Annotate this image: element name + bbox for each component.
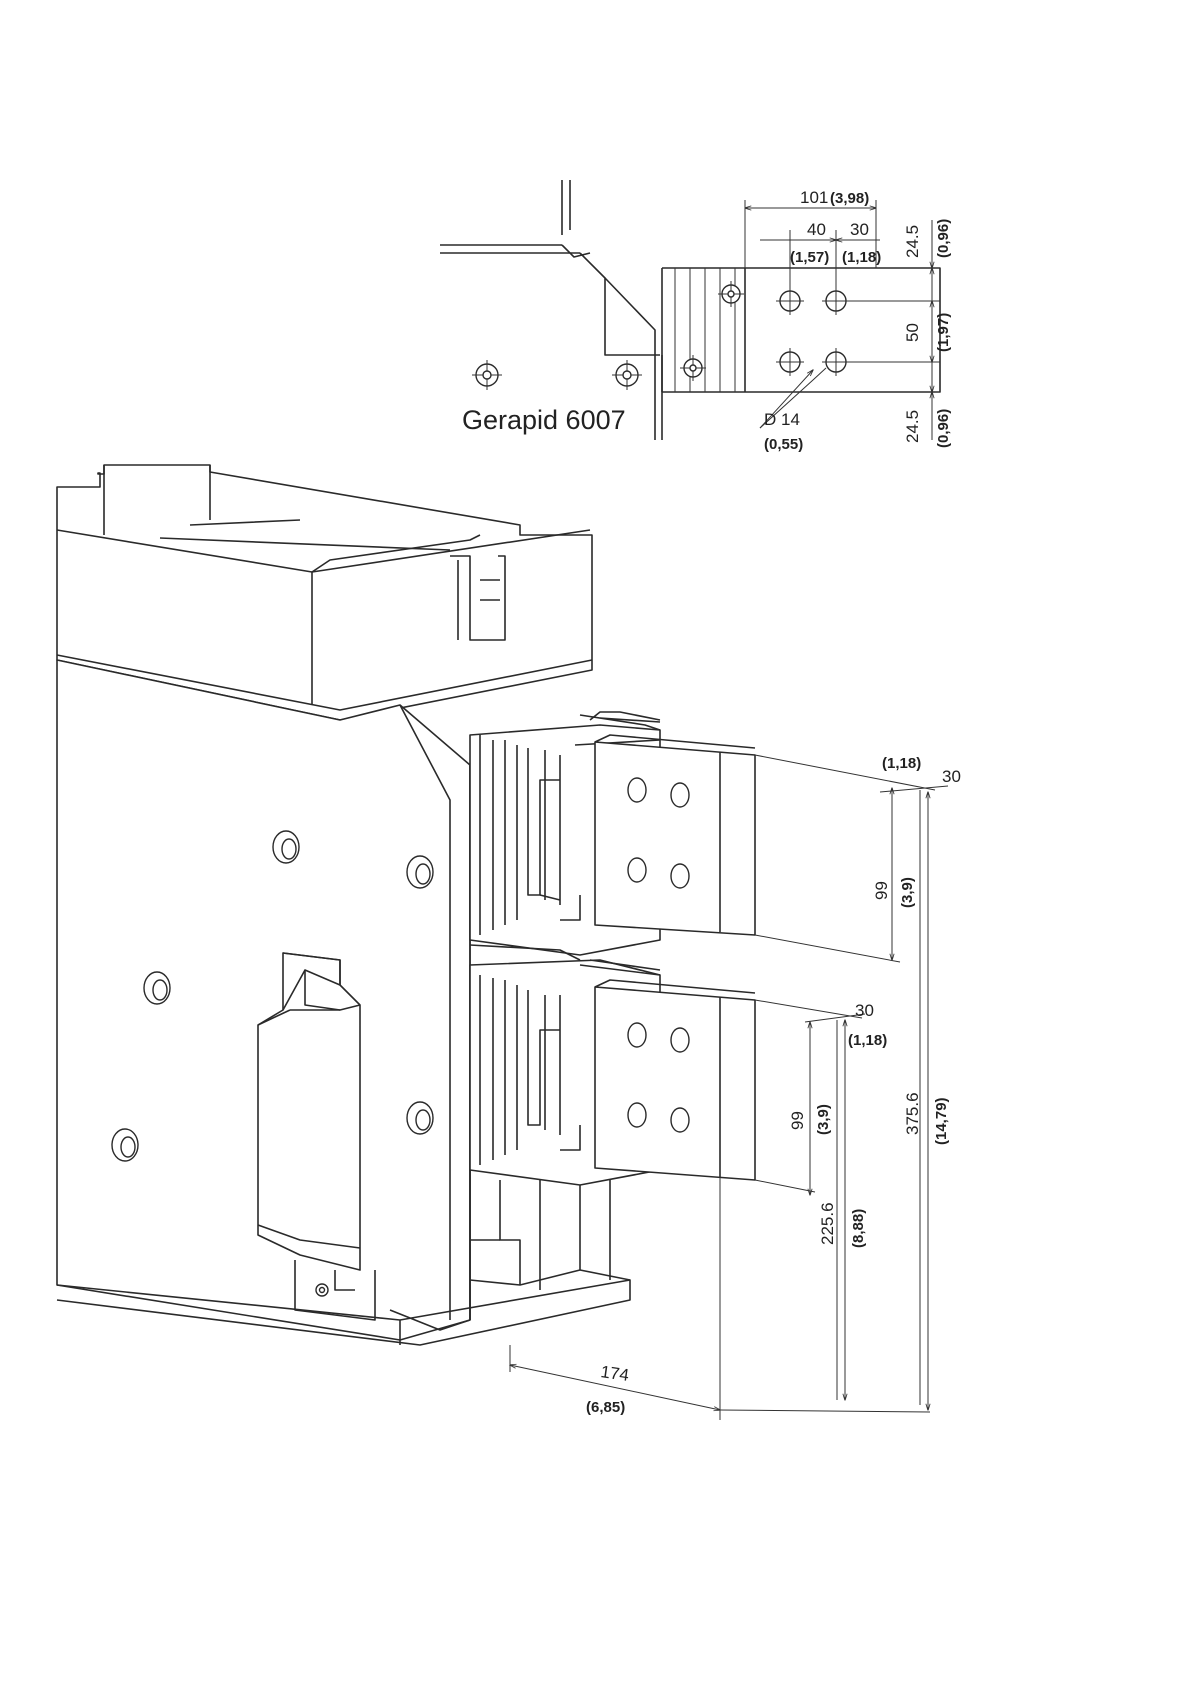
busbar-hole: [628, 858, 646, 882]
dim-50-label: 50: [903, 323, 922, 342]
busbar-hole: [671, 1028, 689, 1052]
busbar-hole: [671, 783, 689, 807]
top-view-holes: [472, 281, 850, 390]
mounting-hole: [144, 972, 170, 1004]
dim-50-inch-label: (1,97): [935, 313, 952, 352]
dim-24-5-top-label: 24.5: [903, 225, 922, 258]
mounting-hole: [407, 856, 433, 888]
dim-30-label: 30: [850, 220, 869, 239]
lower-bar-level-inch-label: (8,88): [850, 1209, 867, 1248]
dim-24-5-bottom-label: 24.5: [903, 410, 922, 443]
terminal-hole: [776, 287, 804, 315]
lower-bar-level-label: 225.6: [818, 1202, 837, 1245]
terminal-hole: [822, 287, 850, 315]
mounting-hole: [273, 831, 299, 863]
upper-bar-level-inch-label: (14,79): [933, 1097, 950, 1145]
lower-bar-thickness-inch-label: (1,18): [848, 1032, 887, 1049]
terminal-hole: [822, 348, 850, 376]
depth-inch-label: (6,85): [586, 1399, 625, 1416]
model-label: Gerapid 6007: [462, 405, 626, 435]
busbar-hole: [671, 1108, 689, 1132]
terminal-hole: [776, 348, 804, 376]
lower-terminal: [470, 945, 755, 1185]
dim-101-inch-label: (3,98): [830, 190, 869, 207]
dim-24-5-top-inch-label: (0,96): [935, 219, 952, 258]
busbar-hole: [671, 864, 689, 888]
busbar-hole: [628, 778, 646, 802]
dim-40-inch-label: (1,57): [790, 249, 829, 266]
mounting-hole: [680, 355, 706, 381]
mounting-hole: [612, 360, 642, 390]
upper-bar-height-label: 99: [872, 881, 891, 900]
dim-24-5-bottom-inch-label: (0,96): [935, 409, 952, 448]
lower-support: [470, 1170, 610, 1320]
top-view-outline: [440, 180, 940, 440]
upper-terminal: [470, 712, 755, 955]
mounting-hole: [407, 1102, 433, 1134]
lower-bar-thickness-label: 30: [855, 1001, 874, 1020]
dim-30-inch-label: (1,18): [842, 249, 881, 266]
hole-diameter-label: D 14: [764, 410, 800, 429]
lower-bar-height-label: 99: [788, 1111, 807, 1130]
lower-bar-height-inch-label: (3,9): [815, 1104, 832, 1135]
busbar-hole: [628, 1023, 646, 1047]
hole-diameter-inch-label: (0,55): [764, 436, 803, 453]
upper-bar-height-inch-label: (3,9): [899, 877, 916, 908]
upper-bar-level-label: 375.6: [903, 1092, 922, 1135]
busbar-hole: [628, 1103, 646, 1127]
mounting-hole: [112, 1129, 138, 1161]
dim-101-label: 101: [800, 188, 828, 207]
upper-bar-thickness-inch-label: (1,18): [882, 755, 921, 772]
depth-label: 174: [599, 1362, 630, 1385]
mounting-hole: [718, 281, 744, 307]
mounting-hole: [472, 360, 502, 390]
dim-40-label: 40: [807, 220, 826, 239]
upper-bar-thickness-label: 30: [942, 767, 961, 786]
